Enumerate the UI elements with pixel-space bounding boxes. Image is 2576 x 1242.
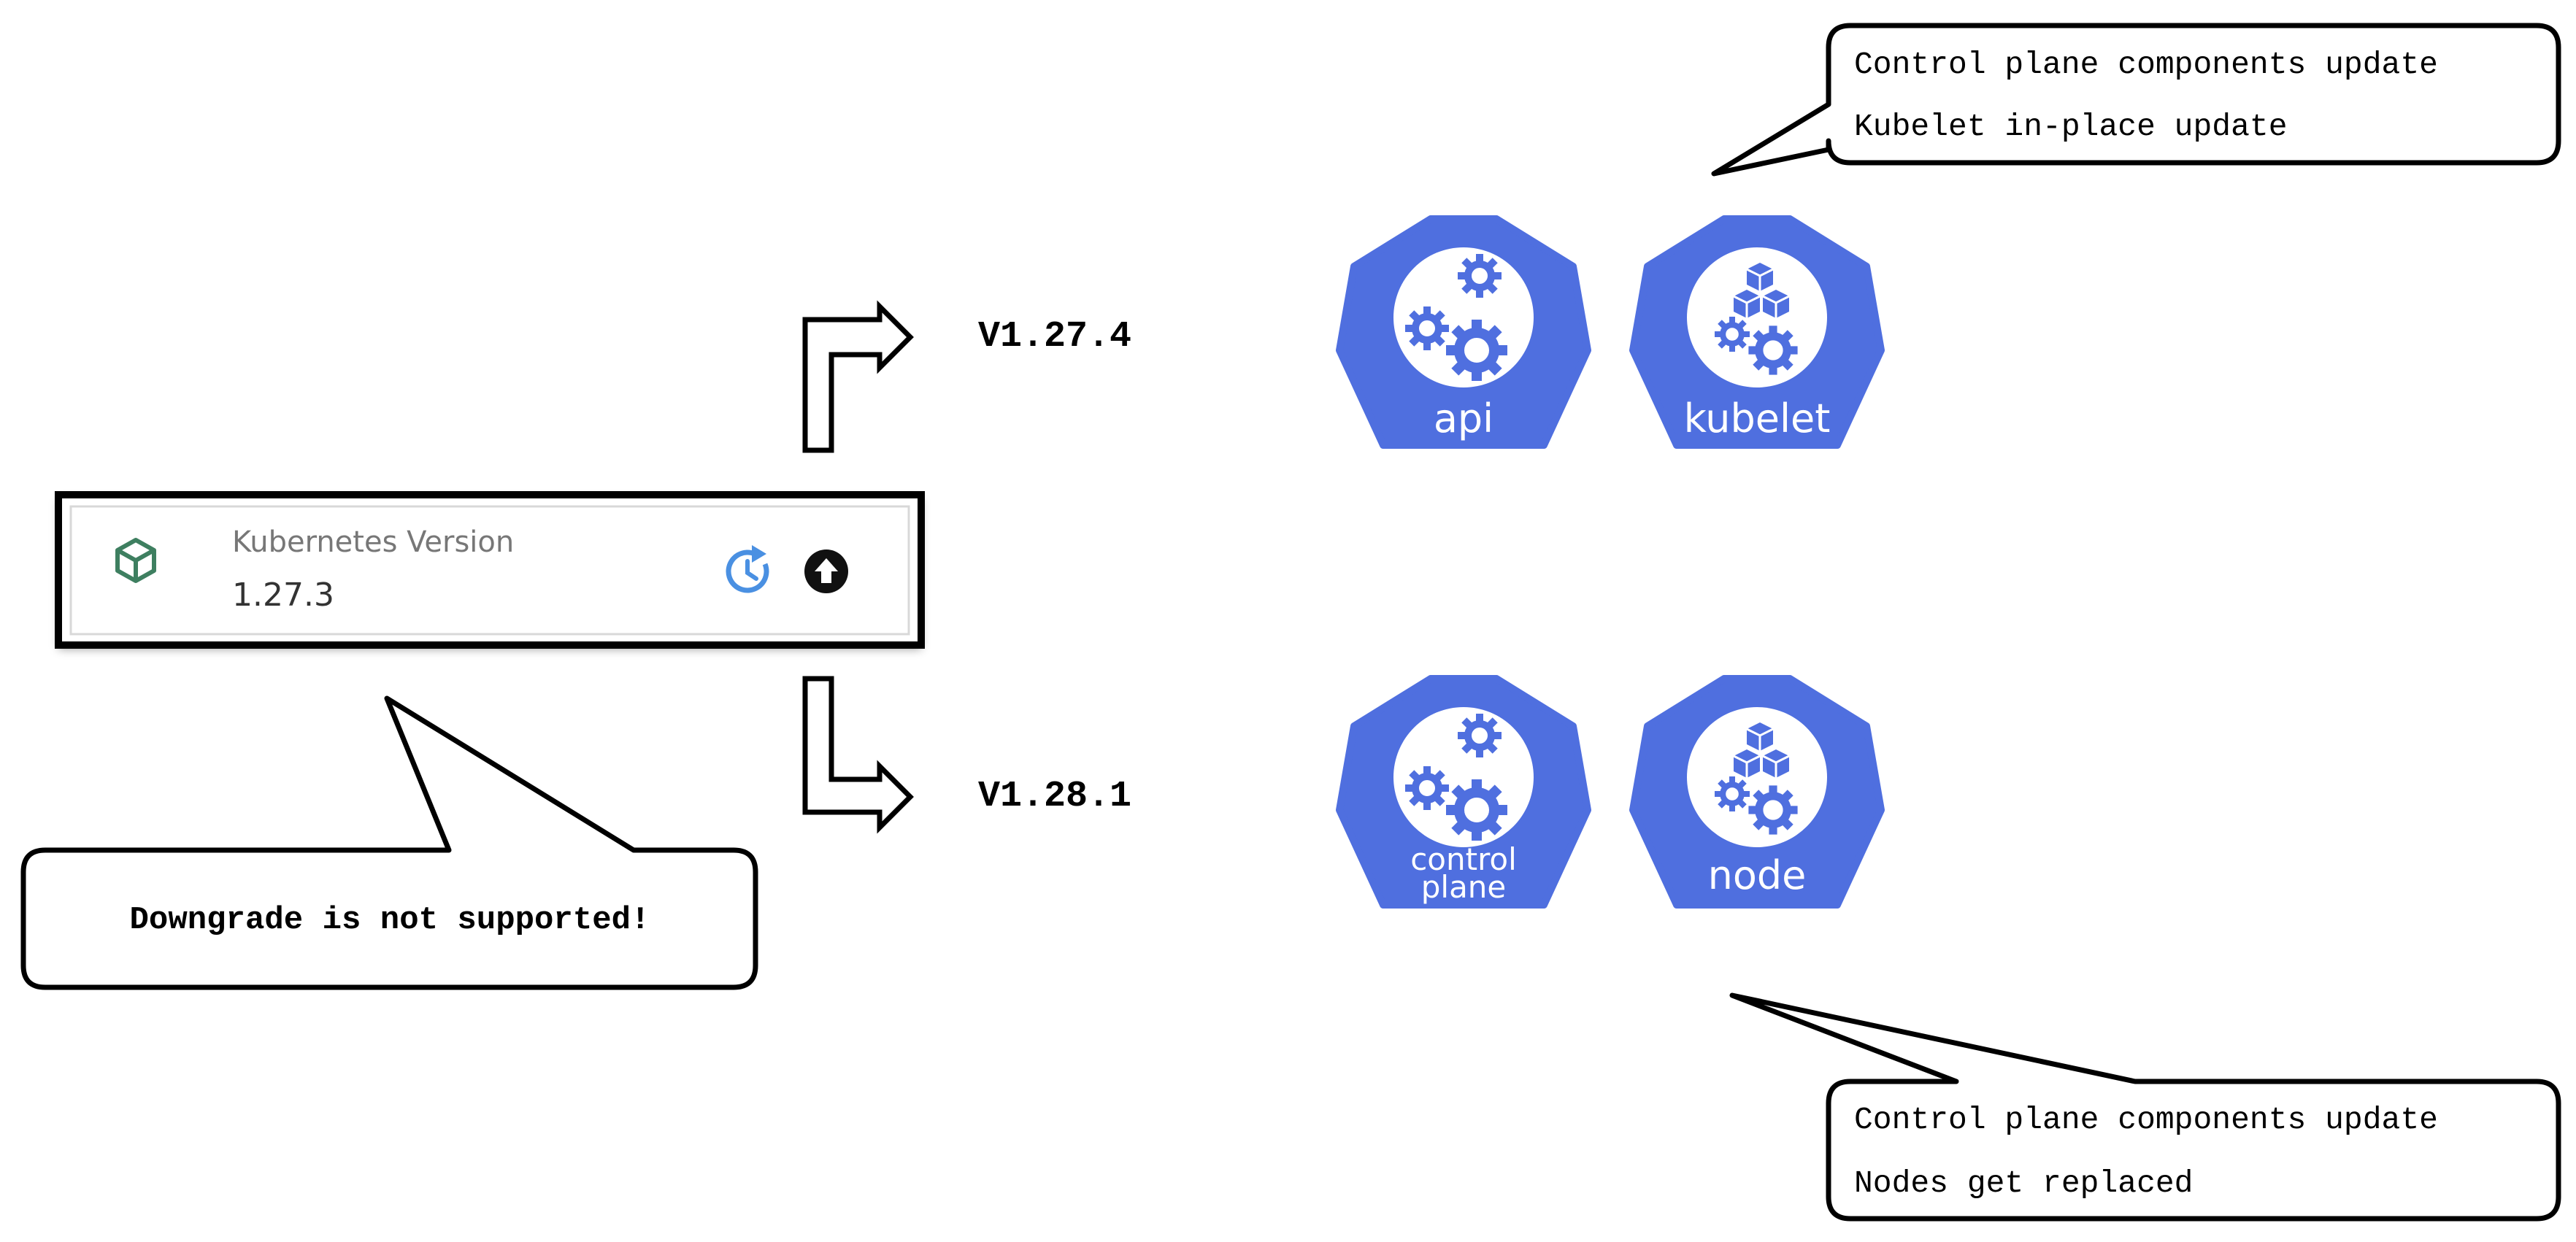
clock-refresh-icon[interactable] [726, 545, 769, 593]
callout-top-right-line2: Kubelet in-place update [1854, 109, 2288, 144]
callout-bottom-left: Downgrade is not supported! [20, 695, 758, 990]
cube-icon [115, 538, 156, 583]
arrow-to-minor-upgrade [802, 300, 914, 453]
arrow-to-major-upgrade [802, 676, 914, 834]
kubelet-icon-label: kubelet [1684, 396, 1831, 441]
callout-bottom-right: Control plane components update Nodes ge… [1729, 992, 2561, 1222]
version-value: 1.27.3 [232, 576, 334, 614]
kubernetes-version-card: Kubernetes Version 1.27.3 [55, 491, 925, 649]
callout-top-right: Control plane components update Kubelet … [1711, 23, 2561, 177]
callout-bottom-right-line2: Nodes get replaced [1854, 1165, 2193, 1201]
callout-bottom-right-line1: Control plane components update [1854, 1102, 2438, 1138]
version-label: Kubernetes Version [232, 525, 514, 559]
api-icon: api [1339, 219, 1588, 445]
minor-version-label: V1.27.4 [978, 316, 1131, 358]
upload-arrow-icon[interactable] [804, 549, 848, 593]
control-plane-label-line2: plane [1421, 869, 1507, 905]
callout-top-right-line1: Control plane components update [1854, 47, 2438, 82]
control-plane-icon: control plane [1339, 679, 1588, 905]
node-icon-label: node [1708, 852, 1807, 898]
node-icon: node [1633, 679, 1881, 905]
kubelet-icon: kubelet [1633, 219, 1881, 445]
control-plane-label-line1: control [1410, 841, 1517, 877]
downgrade-warning: Downgrade is not supported! [130, 902, 650, 938]
api-icon-label: api [1434, 396, 1493, 441]
major-version-label: V1.28.1 [978, 776, 1131, 817]
